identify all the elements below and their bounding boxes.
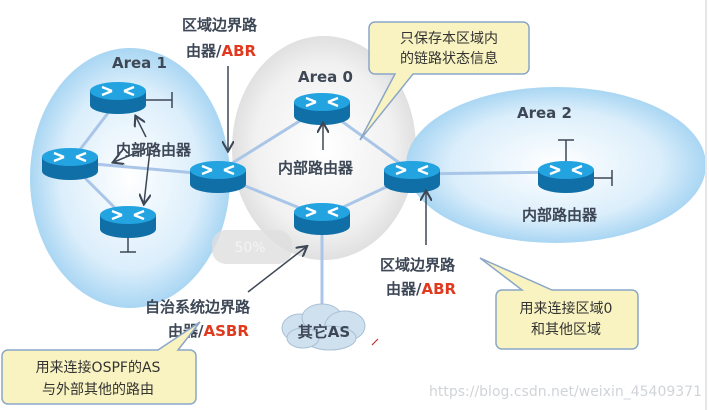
router-area1-left[interactable]: [40, 146, 100, 182]
svg-text:与外部其他的路由: 与外部其他的路由: [42, 382, 154, 398]
area1-region: [30, 48, 230, 308]
area0-label: Area 0: [298, 68, 353, 86]
router-area0-top[interactable]: [292, 91, 352, 127]
svg-text:的链路状态信息: 的链路状态信息: [400, 50, 498, 67]
router-area1-bottom[interactable]: [98, 204, 158, 240]
asbr-line1: 自治系统边界路: [145, 298, 251, 316]
abr-top-line2: 由器/ABR: [186, 42, 257, 60]
zoom-badge-text: 50%: [234, 240, 265, 256]
internal-router-area0-label: 内部路由器: [278, 159, 354, 177]
router-asbr[interactable]: [292, 201, 352, 237]
area1-label: Area 1: [112, 54, 167, 72]
svg-text:用来连接OSPF的AS: 用来连接OSPF的AS: [36, 359, 161, 376]
svg-text:用来连接区域0: 用来连接区域0: [520, 300, 613, 317]
area2-label: Area 2: [517, 104, 572, 122]
other-as-label: 其它AS: [298, 323, 350, 341]
router-abr-right[interactable]: [382, 159, 442, 195]
svg-text:和其他区域: 和其他区域: [531, 322, 601, 338]
router-area1-top[interactable]: [88, 80, 148, 116]
watermark: https://blog.csdn.net/weixin_45409371: [429, 384, 702, 400]
abr-bottom-line1: 区域边界路: [380, 256, 456, 274]
abr-top-line1: 区域边界路: [182, 16, 258, 34]
internal-router-area1-label: 内部路由器: [116, 141, 192, 159]
router-abr-left[interactable]: [188, 159, 248, 195]
arrows: [114, 66, 426, 293]
router-area2[interactable]: [536, 159, 596, 195]
cursor-mark: [371, 338, 379, 346]
abr-bottom-line2: 由器/ABR: [386, 280, 457, 298]
svg-text:只保存本区域内: 只保存本区域内: [400, 31, 498, 47]
callout-right: 用来连接区域0 和其他区域: [479, 257, 639, 350]
area0-region: [232, 36, 416, 260]
internal-router-area2-label: 内部路由器: [522, 206, 598, 224]
callout-top: 只保存本区域内 的链路状态信息: [359, 21, 530, 141]
callout-left: 用来连接OSPF的AS 与外部其他的路由: [1, 321, 201, 405]
other-as-cloud: [281, 303, 366, 351]
zoom-badge: [212, 230, 292, 264]
